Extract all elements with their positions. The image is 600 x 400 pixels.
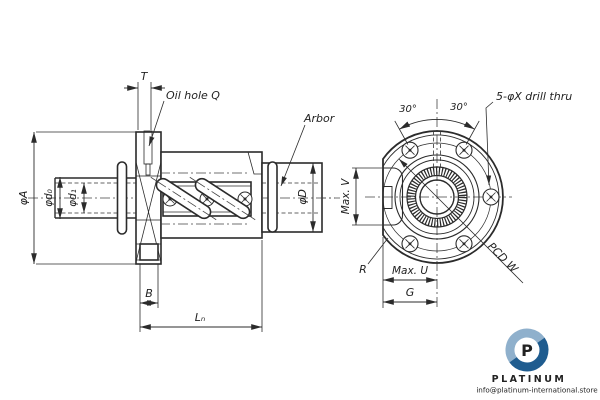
brand-email: info@platinum-international.store — [476, 386, 598, 395]
dim-b: B — [139, 264, 159, 332]
oil-hole-label: Oil hole Q — [166, 89, 220, 102]
thread-ring-hatch — [407, 166, 468, 227]
dim-label-max-u: Max. U — [392, 265, 428, 277]
front-flange-view: PCD W 30° 30° 5-φX drill thru — [340, 90, 572, 309]
r-callout: R — [359, 237, 389, 276]
dim-label-t: T — [141, 70, 149, 83]
nut-body — [150, 151, 263, 239]
dim-label-g: G — [406, 286, 415, 299]
dim-t: T — [124, 70, 165, 130]
spigot-circle — [399, 159, 475, 235]
flange-outline — [382, 130, 504, 264]
r-label: R — [359, 263, 367, 276]
dim-max-v: Max. V — [340, 167, 382, 226]
dim-g: G — [383, 286, 437, 305]
logo-letter: P — [521, 341, 533, 360]
dim-max-u: Max. U — [382, 237, 437, 308]
angle-label-right: 30° — [450, 102, 468, 113]
angle-label-left: 30° — [399, 104, 417, 115]
dim-label-ln: Lₙ — [195, 311, 206, 324]
dim-phi-d: φD — [296, 163, 316, 232]
ball-return-tube — [189, 176, 256, 221]
logo-center — [518, 341, 536, 359]
dim-phi-a: φA — [17, 131, 161, 265]
retaining-ring-left — [116, 161, 128, 235]
dim-phi-d1: φd₁ — [67, 183, 87, 213]
dim-label-phi-d: φD — [296, 189, 309, 205]
bolt-holes — [401, 141, 500, 253]
dim-ln: Lₙ — [140, 240, 263, 332]
dim-label-phi-a: φA — [17, 191, 30, 206]
thread-ring-inner — [414, 174, 460, 220]
dim-label-b: B — [145, 287, 153, 300]
retaining-ring-right — [267, 161, 278, 233]
oil-hole-callout: Oil hole Q — [148, 89, 220, 147]
dim-30deg: 30° 30° — [394, 102, 480, 145]
dim-label-phi-d1: φd₁ — [67, 189, 79, 207]
bore-circle — [419, 179, 455, 215]
oil-hole — [143, 130, 153, 176]
side-cut-pocket — [383, 167, 404, 226]
dim-label-max-v: Max. V — [340, 178, 352, 214]
platinum-logo-icon — [505, 328, 549, 372]
pcd-label: PCD W — [485, 240, 521, 276]
side-section-view: φA φd₀ φd₁ T Oil hole Q Arbor — [17, 70, 340, 332]
arbor-label: Arbor — [303, 112, 336, 125]
bolt-hole-section — [139, 243, 159, 261]
nut-body-circle — [394, 154, 480, 240]
arbor-callout: Arbor — [280, 112, 336, 187]
flange — [135, 130, 162, 265]
dim-label-phi-d0: φd₀ — [43, 188, 55, 207]
brand-name: PLATINUM — [492, 374, 567, 385]
drill-callout: 5-φX drill thru — [485, 90, 572, 186]
watermark: P PLATINUM info@platinum-international.s… — [476, 328, 598, 395]
dim-phi-d0: φd₀ — [43, 177, 63, 219]
ball-return-tube — [150, 176, 217, 221]
drill-label: 5-φX drill thru — [496, 90, 572, 103]
